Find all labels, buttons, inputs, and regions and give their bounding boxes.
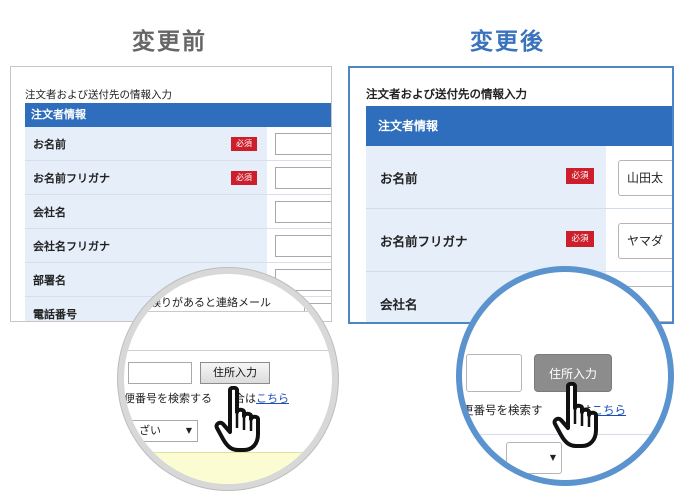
required-badge: 必須 xyxy=(231,171,257,185)
required-badge: 必須 xyxy=(231,137,257,151)
after-zoom-circle: 住所入力 更番号を検索す合はこちら ▼ xyxy=(456,266,674,486)
chevron-down-icon: ▼ xyxy=(185,426,192,435)
zip-input[interactable] xyxy=(128,362,192,384)
error-notice-text: 誤りがあると連絡メール xyxy=(150,296,271,309)
select-value: ざい xyxy=(139,424,161,437)
name-input[interactable]: 山田太 xyxy=(618,160,672,196)
hand-pointer-icon xyxy=(214,386,260,452)
after-heading: 変更後 xyxy=(470,29,545,55)
zip-search-link[interactable]: こちら xyxy=(591,403,627,417)
required-badge: 必須 xyxy=(566,168,594,184)
required-badge: 必須 xyxy=(566,231,594,247)
error-field-input[interactable] xyxy=(304,294,332,312)
row-name: お名前 必須 山田太 xyxy=(366,146,672,209)
row-company: 会社名 xyxy=(25,195,331,229)
zip-search-link[interactable]: こちら xyxy=(256,392,289,405)
form-title: 注文者および送付先の情報入力 xyxy=(25,89,172,101)
form-title: 注文者および送付先の情報入力 xyxy=(366,87,527,101)
zip-search-suffix: 合は xyxy=(234,392,256,405)
field-label: お名前 xyxy=(25,127,267,160)
before-heading: 変更前 xyxy=(132,29,207,55)
row-name-kana: お名前フリガナ 必須 ヤマダ xyxy=(366,209,672,272)
field-label: 会社名フリガナ xyxy=(25,229,267,262)
row-company-kana: 会社名フリガナ xyxy=(25,229,331,263)
before-zoom-circle: 誤りがあると連絡メール 住所入力 便番号を検索する 合はこちら ざい ▼ xyxy=(118,268,338,490)
divider xyxy=(138,311,328,312)
company-input[interactable] xyxy=(275,201,331,223)
prefecture-select[interactable]: ざい ▼ xyxy=(128,420,198,442)
highlighted-field xyxy=(128,452,328,484)
company-kana-input[interactable] xyxy=(275,235,331,257)
after-form-panel: 注文者および送付先の情報入力 注文者情報 お名前 必須 山田太 お名前フリガナ … xyxy=(348,66,674,324)
zip-search-text: 便番号を検索する xyxy=(124,392,212,405)
name-kana-input[interactable]: ヤマダ xyxy=(618,223,672,259)
section-header: 注文者情報 xyxy=(25,103,331,127)
chevron-down-icon: ▼ xyxy=(549,453,556,462)
zip-input[interactable] xyxy=(466,354,522,392)
row-name: お名前 必須 xyxy=(25,127,331,161)
hand-pointer-icon xyxy=(552,382,598,448)
section-header: 注文者情報 xyxy=(366,106,672,146)
name-input[interactable] xyxy=(275,133,331,155)
zip-search-hint: 便番号を検索する 合はこちら xyxy=(124,390,289,406)
zip-search-text: 更番号を検索す xyxy=(462,403,543,417)
address-input-button[interactable]: 住所入力 xyxy=(200,362,270,384)
field-label: お名前フリガナ xyxy=(25,161,267,194)
field-label: 会社名 xyxy=(25,195,267,228)
row-name-kana: お名前フリガナ 必須 xyxy=(25,161,331,195)
name-kana-input[interactable] xyxy=(275,167,331,189)
prefecture-select[interactable]: ▼ xyxy=(506,442,562,474)
divider xyxy=(128,350,332,351)
